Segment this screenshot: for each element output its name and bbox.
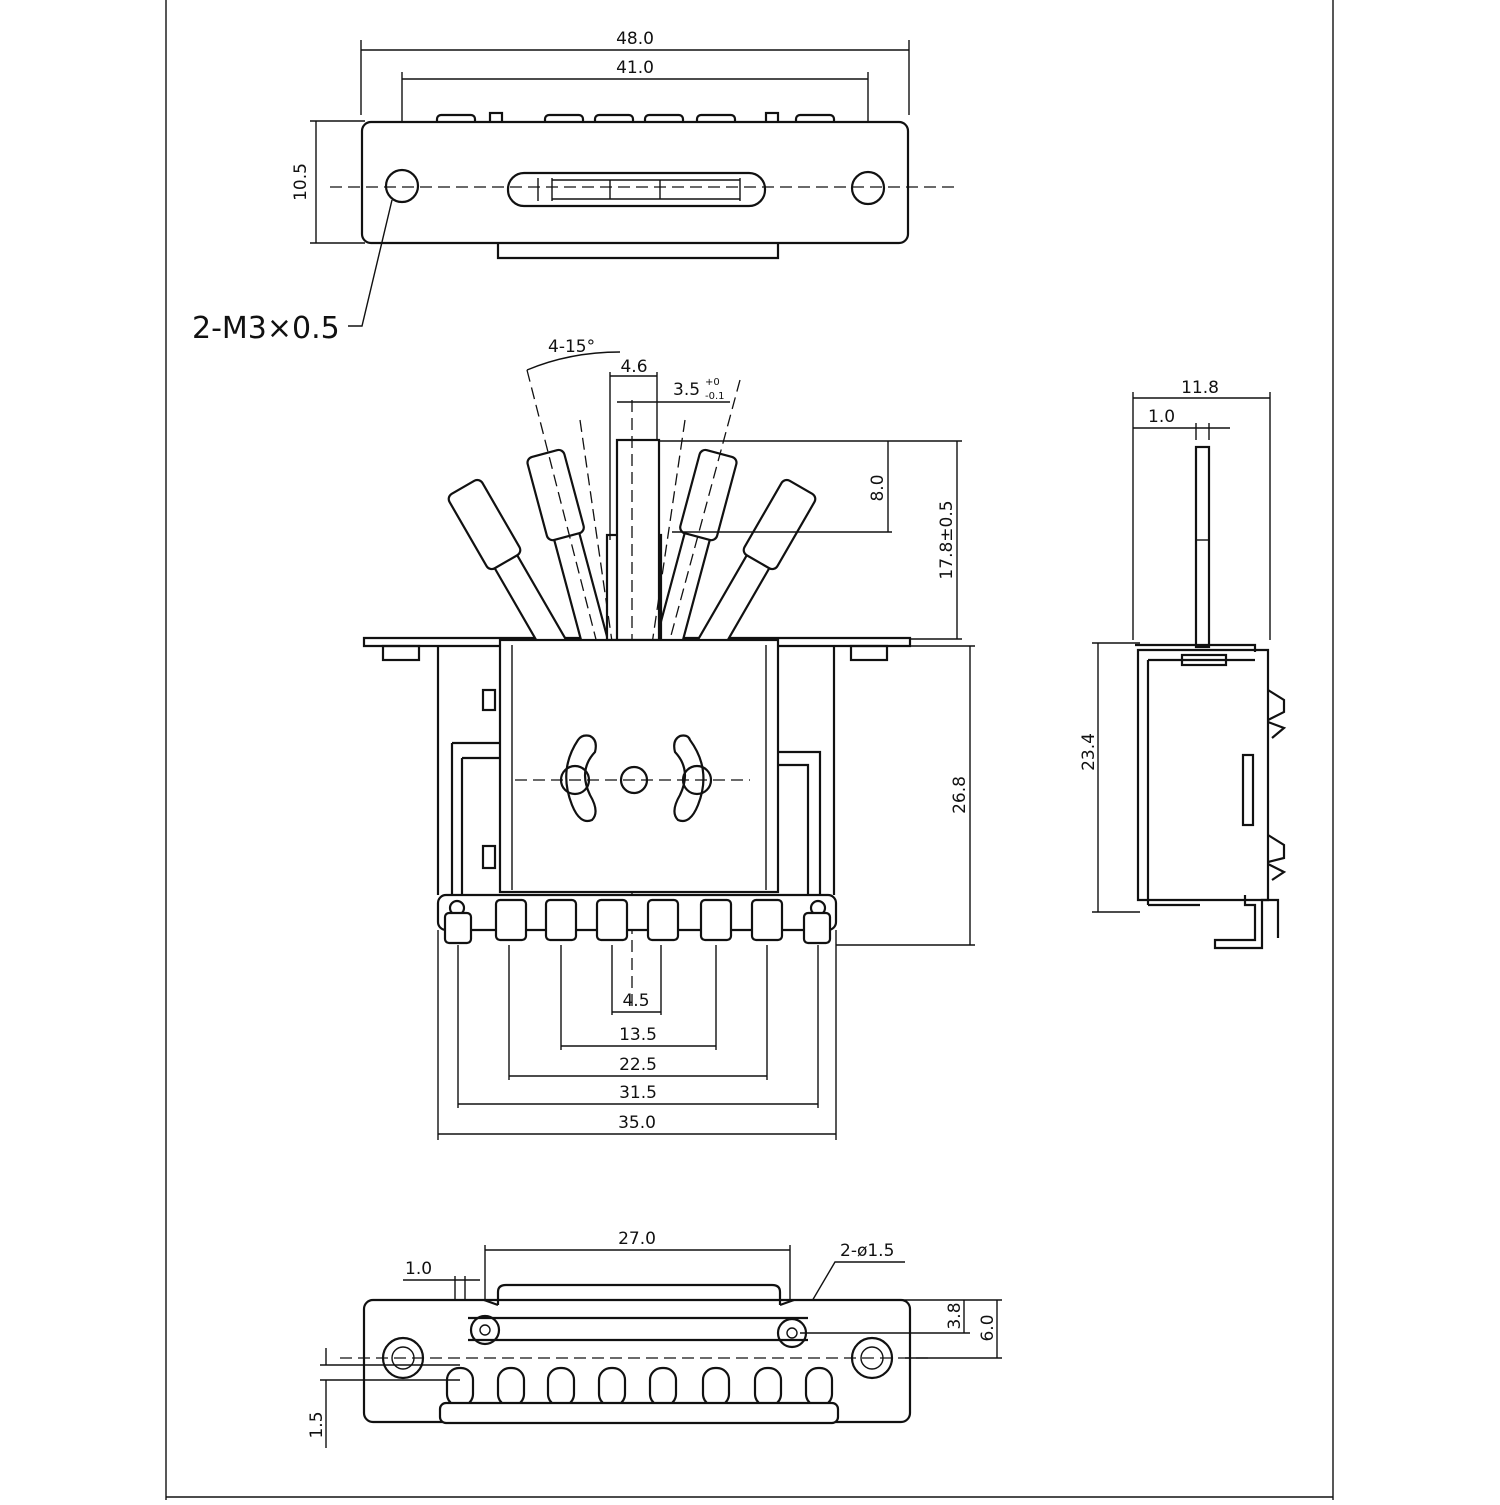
side-lever bbox=[1194, 445, 1211, 649]
top-mount-hole-left bbox=[384, 168, 420, 204]
top-mount-hole-right bbox=[850, 170, 886, 206]
bottom-terminals bbox=[445, 1366, 834, 1408]
dim-pitch-3: 22.5 bbox=[619, 1055, 657, 1075]
dim-angle: 4-15° bbox=[548, 337, 595, 357]
dim-top-height: 10.5 bbox=[291, 163, 311, 201]
dim-side-height: 23.4 bbox=[1079, 733, 1099, 771]
dim-lever-width: 4.6 bbox=[620, 357, 647, 377]
dim-lever-length: 8.0 bbox=[868, 474, 888, 501]
dim-lever-tip: 3.5 bbox=[673, 380, 700, 400]
dim-bottom-c: 1.5 bbox=[307, 1411, 327, 1438]
front-switch-body bbox=[498, 638, 780, 894]
dim-bottom-b: 6.0 bbox=[978, 1314, 998, 1341]
dim-lever-height: 17.8±0.5 bbox=[937, 500, 957, 579]
dim-pitch-4: 31.5 bbox=[619, 1083, 657, 1103]
dim-bottom-offset: 1.0 bbox=[405, 1259, 432, 1279]
dim-pitch-1: 4.5 bbox=[622, 991, 649, 1011]
lever-center bbox=[605, 438, 663, 642]
dim-lever-tol-minus: -0.1 bbox=[705, 391, 725, 402]
detent-slot-right bbox=[673, 734, 705, 823]
lever-slot bbox=[506, 171, 767, 208]
side-body bbox=[1136, 648, 1270, 902]
hole-callout: 2-ø1.5 bbox=[840, 1241, 894, 1261]
dim-body-width: 35.0 bbox=[618, 1113, 656, 1133]
front-view: 4-15° 4.6 3.5 +0 -0.1 8.0 17.8±0.5 bbox=[362, 337, 975, 1140]
dim-lever-tol-plus: +0 bbox=[705, 377, 720, 388]
dim-pitch-2: 13.5 bbox=[619, 1025, 657, 1045]
dim-side-depth: 11.8 bbox=[1181, 378, 1219, 398]
dim-mount-spacing: 27.0 bbox=[618, 1229, 656, 1249]
dim-bottom-a: 3.8 bbox=[945, 1302, 965, 1329]
dim-side-lever-thickness: 1.0 bbox=[1148, 407, 1175, 427]
screw-callout: 2-M3×0.5 bbox=[192, 311, 340, 346]
dim-body-height: 26.8 bbox=[950, 776, 970, 814]
terminals bbox=[443, 898, 832, 945]
top-view: 48.0 41.0 10.5 bbox=[192, 29, 955, 346]
side-view: 11.8 1.0 23.4 bbox=[1079, 378, 1287, 950]
terminal-strip bbox=[436, 893, 838, 932]
dim-overall-width: 48.0 bbox=[616, 29, 654, 49]
dim-hole-spacing: 41.0 bbox=[616, 58, 654, 78]
bottom-view: 27.0 1.0 2-ø1.5 bbox=[307, 1229, 1002, 1448]
top-mount-plate bbox=[360, 120, 910, 245]
detent-slot-left bbox=[565, 734, 597, 823]
